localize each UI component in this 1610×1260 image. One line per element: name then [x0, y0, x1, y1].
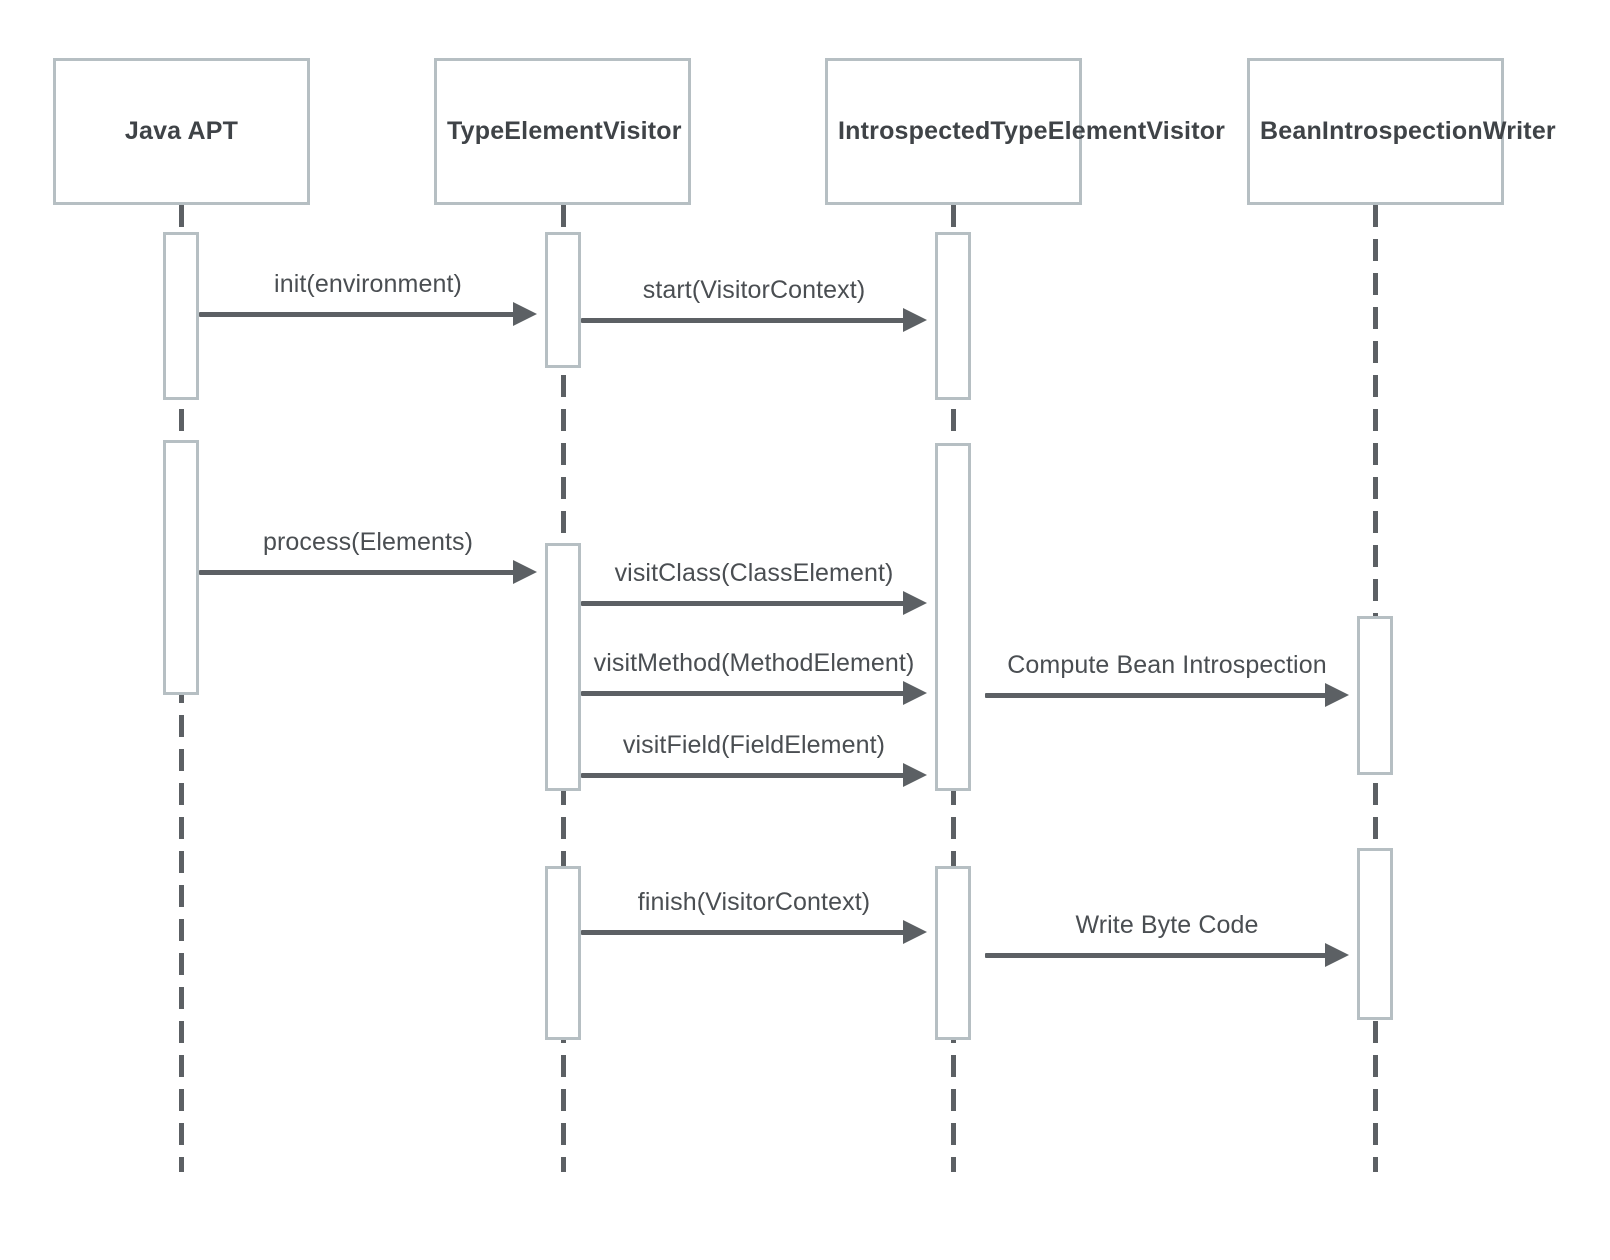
message-label-start: start(VisitorContext) [642, 276, 866, 304]
participant-label-bean-introspection-writer: BeanIntrospectionWriter [1260, 116, 1556, 145]
arrow-head-icon [1325, 943, 1349, 967]
arrow-head-icon [513, 302, 537, 326]
message-line-process [199, 570, 517, 575]
message-line-finish [581, 930, 907, 935]
message-label-visit-field: visitField(FieldElement) [622, 731, 886, 759]
activation-bar-bean-introspection-writer [1357, 848, 1393, 1020]
message-line-visit-class [581, 601, 907, 606]
message-label-write-byte-code: Write Byte Code [1075, 911, 1259, 939]
activation-bar-type-element-visitor [545, 232, 581, 368]
participant-box-type-element-visitor[interactable]: TypeElementVisitor [434, 58, 691, 205]
arrow-head-icon [1325, 683, 1349, 707]
arrow-head-icon [903, 920, 927, 944]
participant-label-introspected-type-element-visitor: IntrospectedTypeElementVisitor [838, 116, 1226, 145]
activation-bar-introspected-type-element-visitor [935, 866, 971, 1040]
activation-bar-introspected-type-element-visitor [935, 443, 971, 791]
arrow-head-icon [903, 308, 927, 332]
participant-box-java-apt[interactable]: Java APT [53, 58, 310, 205]
participant-box-bean-introspection-writer[interactable]: BeanIntrospectionWriter [1247, 58, 1556, 205]
participant-box-introspected-type-element-visitor[interactable]: IntrospectedTypeElementVisitor [825, 58, 1226, 205]
arrow-head-icon [513, 560, 537, 584]
message-label-compute-introspection: Compute Bean Introspection [1007, 651, 1327, 679]
message-label-visit-method: visitMethod(MethodElement) [593, 649, 915, 677]
message-label-finish: finish(VisitorContext) [637, 888, 871, 916]
activation-bar-type-element-visitor [545, 543, 581, 791]
message-line-compute-introspection [985, 693, 1329, 698]
arrow-head-icon [903, 681, 927, 705]
message-label-process: process(Elements) [262, 528, 474, 556]
activation-bar-type-element-visitor [545, 866, 581, 1040]
activation-bar-bean-introspection-writer [1357, 616, 1393, 775]
activation-bar-java-apt [163, 232, 199, 400]
participant-label-type-element-visitor: TypeElementVisitor [447, 116, 682, 145]
message-line-visit-method [581, 691, 907, 696]
message-line-write-byte-code [985, 953, 1329, 958]
arrow-head-icon [903, 591, 927, 615]
activation-bar-introspected-type-element-visitor [935, 232, 971, 400]
activation-bar-java-apt [163, 440, 199, 695]
message-label-init: init(environment) [274, 270, 462, 298]
message-line-init [199, 312, 517, 317]
arrow-head-icon [903, 763, 927, 787]
message-line-start [581, 318, 907, 323]
participant-label-java-apt: Java APT [124, 116, 239, 145]
message-label-visit-class: visitClass(ClassElement) [614, 559, 894, 587]
message-line-visit-field [581, 773, 907, 778]
